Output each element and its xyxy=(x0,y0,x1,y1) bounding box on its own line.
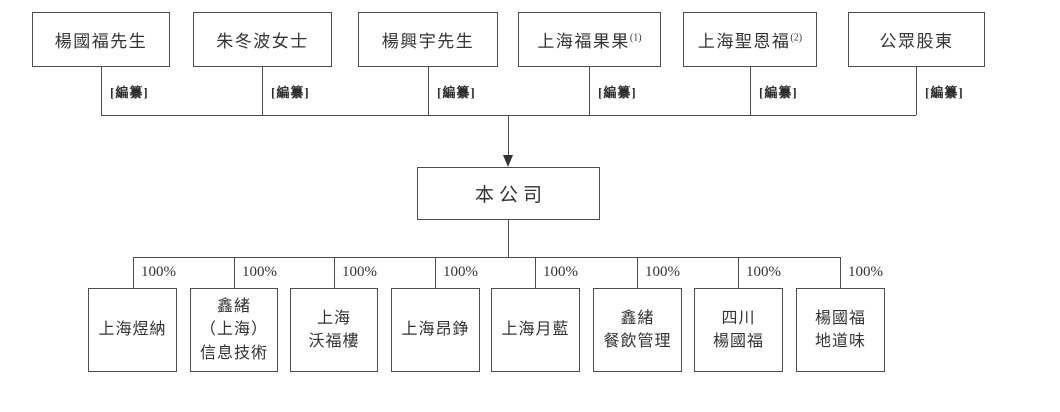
arrow-to-company-line xyxy=(508,115,509,156)
connector-line xyxy=(234,257,235,288)
shareholder-name: 上海福果果(1) xyxy=(537,32,642,51)
ownership-label: 100% xyxy=(342,264,377,280)
connector-line xyxy=(428,67,429,115)
subsidiary-name: 上海 沃福樓 xyxy=(308,309,360,350)
connector-line xyxy=(508,220,509,257)
shareholder-name: 朱冬波女士 xyxy=(216,32,309,51)
subsidiary-box-shanghai-yuna: 上海煜納 xyxy=(88,288,177,372)
connector-line xyxy=(738,257,739,288)
connector-line xyxy=(101,67,102,115)
ownership-label: 100% xyxy=(746,264,781,280)
ownership-label: 100% xyxy=(242,264,277,280)
shareholder-box-public-shareholders: 公眾股東 xyxy=(848,12,985,67)
ownership-label: 100% xyxy=(848,264,883,280)
subsidiary-name: 上海昂錚 xyxy=(401,321,470,339)
subsidiary-box-yangguofu-didaowei: 楊國福 地道味 xyxy=(796,288,885,372)
company-name: 本公司 xyxy=(474,185,547,206)
connector-line xyxy=(840,257,841,288)
stake-label: [編纂] xyxy=(759,85,798,100)
ownership-label: 100% xyxy=(141,264,176,280)
subsidiary-box-sichuan-yangguofu: 四川 楊國福 xyxy=(694,288,783,372)
footnote-marker-2: (2) xyxy=(790,32,803,44)
shareholder-box-zhu-dongbo: 朱冬波女士 xyxy=(193,12,332,67)
shareholder-box-shanghai-fuguoguo: 上海福果果(1) xyxy=(518,12,661,67)
connector-line xyxy=(262,67,263,115)
ownership-label: 100% xyxy=(645,264,680,280)
shareholder-name: 楊國福先生 xyxy=(54,32,148,51)
shareholder-name: 上海聖恩福(2) xyxy=(697,32,803,51)
arrow-down-icon xyxy=(503,155,513,167)
connector-line xyxy=(535,257,536,288)
subsidiary-name: 鑫緒 餐飲管理 xyxy=(603,309,672,350)
subsidiary-name: 上海煜納 xyxy=(98,321,167,339)
connector-line xyxy=(435,257,436,288)
ownership-label: 100% xyxy=(443,264,478,280)
ownership-label: 100% xyxy=(543,264,578,280)
subsidiary-bus-line xyxy=(133,257,840,258)
stake-label: [編纂] xyxy=(925,85,964,100)
shareholder-box-yang-guofu: 楊國福先生 xyxy=(32,12,170,67)
stake-label: [編纂] xyxy=(598,85,637,100)
subsidiary-name: 四川 楊國福 xyxy=(712,309,764,350)
subsidiary-box-shanghai-wofulou: 上海 沃福樓 xyxy=(290,288,378,372)
connector-line xyxy=(750,67,751,115)
shareholder-box-shanghai-shengenfu: 上海聖恩福(2) xyxy=(683,12,817,67)
shareholder-name: 公眾股東 xyxy=(879,32,954,51)
subsidiary-box-shanghai-yuelan: 上海月藍 xyxy=(491,288,580,372)
subsidiary-box-xinxu-shanghai-it: 鑫緒 （上海） 信息技術 xyxy=(190,288,278,372)
connector-line xyxy=(916,67,917,115)
company-box: 本公司 xyxy=(417,167,600,220)
shareholder-box-yang-xingyu: 楊興宇先生 xyxy=(358,12,498,67)
subsidiary-box-xinxu-catering: 鑫緒 餐飲管理 xyxy=(593,288,682,372)
stake-label: [編纂] xyxy=(110,85,149,100)
footnote-marker-1: (1) xyxy=(629,32,642,44)
connector-line xyxy=(334,257,335,288)
subsidiary-box-shanghai-angzheng: 上海昂錚 xyxy=(391,288,480,372)
shareholder-name: 楊興宇先生 xyxy=(381,32,475,51)
connector-line xyxy=(637,257,638,288)
subsidiary-name: 楊國福 地道味 xyxy=(814,309,866,350)
subsidiary-name: 上海月藍 xyxy=(501,321,570,339)
stake-label: [編纂] xyxy=(437,85,476,100)
connector-line xyxy=(589,67,590,115)
connector-line xyxy=(133,257,134,288)
subsidiary-name: 鑫緒 （上海） 信息技術 xyxy=(199,298,268,362)
stake-label: [編纂] xyxy=(271,85,310,100)
